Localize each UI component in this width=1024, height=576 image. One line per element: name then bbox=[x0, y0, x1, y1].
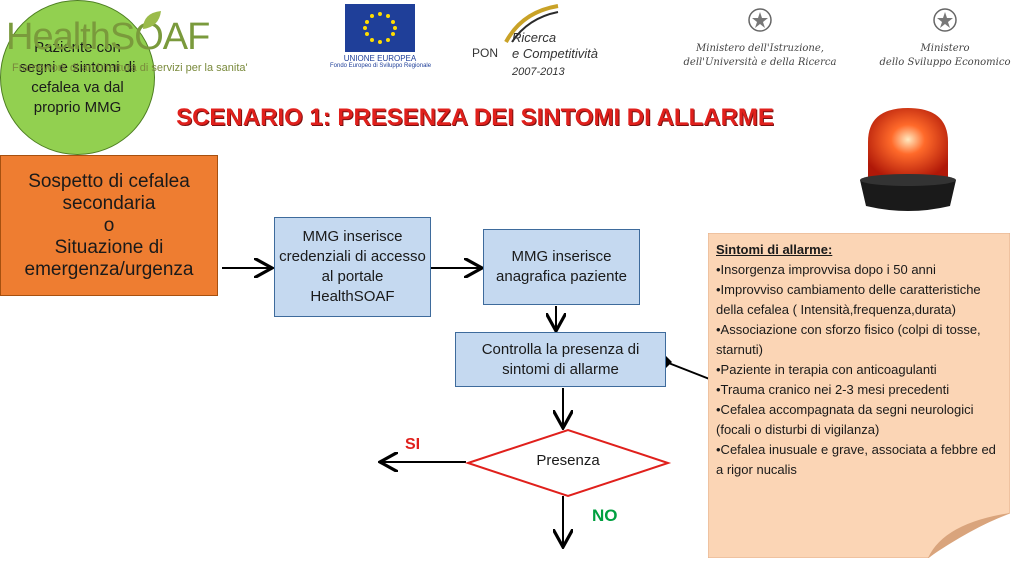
outcome-line3: o bbox=[103, 214, 115, 236]
pon-logo: PON Ricerca e Competitività 2007-2013 bbox=[472, 4, 612, 84]
miur-logo: Ministero dell'Istruzione, dell'Universi… bbox=[660, 2, 860, 86]
note-item: •Improvviso cambiamento delle caratteris… bbox=[716, 282, 981, 317]
no-label: NO bbox=[592, 506, 618, 525]
healthsoaf-tagline: Framework di architettura di servizi per… bbox=[12, 62, 248, 74]
decision-diamond bbox=[464, 428, 672, 498]
mse-logo: Ministero dello Sviluppo Economico bbox=[870, 2, 1020, 86]
italian-emblem-icon bbox=[748, 8, 772, 32]
yes-label: SI bbox=[405, 436, 421, 453]
eu-logo-line1: UNIONE EUROPEA bbox=[343, 54, 417, 63]
healthsoaf-logo: HealthSOAF Framework di architettura di … bbox=[6, 6, 306, 86]
decision-label: Presenza bbox=[536, 452, 600, 469]
pon-line1: Ricerca bbox=[512, 30, 557, 45]
alarm-symptoms-note bbox=[708, 233, 1010, 558]
note-item: •Trauma cranico nei 2-3 mesi precedenti bbox=[716, 382, 950, 397]
step-registry-box: MMG inserisce anagrafica paziente bbox=[483, 229, 640, 305]
start-patient-circle: Paziente con segni e sintomi di cefalea … bbox=[0, 0, 155, 155]
step-login-box: MMG inserisce credenziali di accesso al … bbox=[274, 217, 431, 317]
page-title: SCENARIO 1: PRESENZA DEI SINTOMI DI ALLA… bbox=[176, 104, 774, 131]
outcome-line1: Sospetto di cefalea bbox=[28, 170, 190, 192]
pon-line3: 2007-2013 bbox=[512, 66, 565, 78]
eu-logo: UNIONE EUROPEA Fondo Europeo di Sviluppo… bbox=[330, 4, 432, 84]
healthsoaf-logo-text: HealthSOAF bbox=[6, 16, 210, 58]
mse-line1: Ministero bbox=[920, 43, 970, 54]
note-item: •Cefalea accompagnata da segni neurologi… bbox=[716, 402, 974, 437]
outcome-line4: Situazione di bbox=[54, 236, 164, 258]
note-item: •Paziente in terapia con anticoagulanti bbox=[716, 362, 937, 377]
note-heading: Sintomi di allarme: bbox=[716, 242, 833, 257]
miur-line1: Ministero dell'Istruzione, bbox=[696, 43, 824, 54]
outcome-line2: secondaria bbox=[62, 192, 156, 214]
alarm-siren-icon bbox=[840, 100, 975, 215]
miur-line2: dell'Università e della Ricerca bbox=[683, 57, 837, 68]
note-item: •Insorgenza improvvisa dopo i 50 anni bbox=[716, 262, 936, 277]
note-content: Sintomi di allarme: •Insorgenza improvvi… bbox=[716, 240, 1006, 480]
leaf-icon bbox=[143, 11, 161, 29]
outcome-line5: emergenza/urgenza bbox=[24, 258, 194, 280]
note-item: •Cefalea inusuale e grave, associata a f… bbox=[716, 442, 996, 477]
outcome-box: Sospetto di cefalea secondaria o Situazi… bbox=[0, 155, 218, 296]
note-connector bbox=[665, 361, 713, 381]
italian-emblem-icon bbox=[933, 8, 957, 32]
note-item: •Associazione con sforzo fisico (colpi d… bbox=[716, 322, 981, 357]
eu-flag-icon bbox=[345, 4, 415, 52]
pon-swoosh-icon bbox=[504, 4, 559, 43]
pon-line2: e Competitività bbox=[512, 46, 598, 61]
step-check-symptoms-box: Controlla la presenza di sintomi di alla… bbox=[455, 332, 666, 387]
mse-line2: dello Sviluppo Economico bbox=[879, 57, 1011, 68]
pon-word: PON bbox=[472, 46, 499, 60]
eu-logo-line2: Fondo Europeo di Sviluppo Regionale bbox=[330, 63, 432, 69]
